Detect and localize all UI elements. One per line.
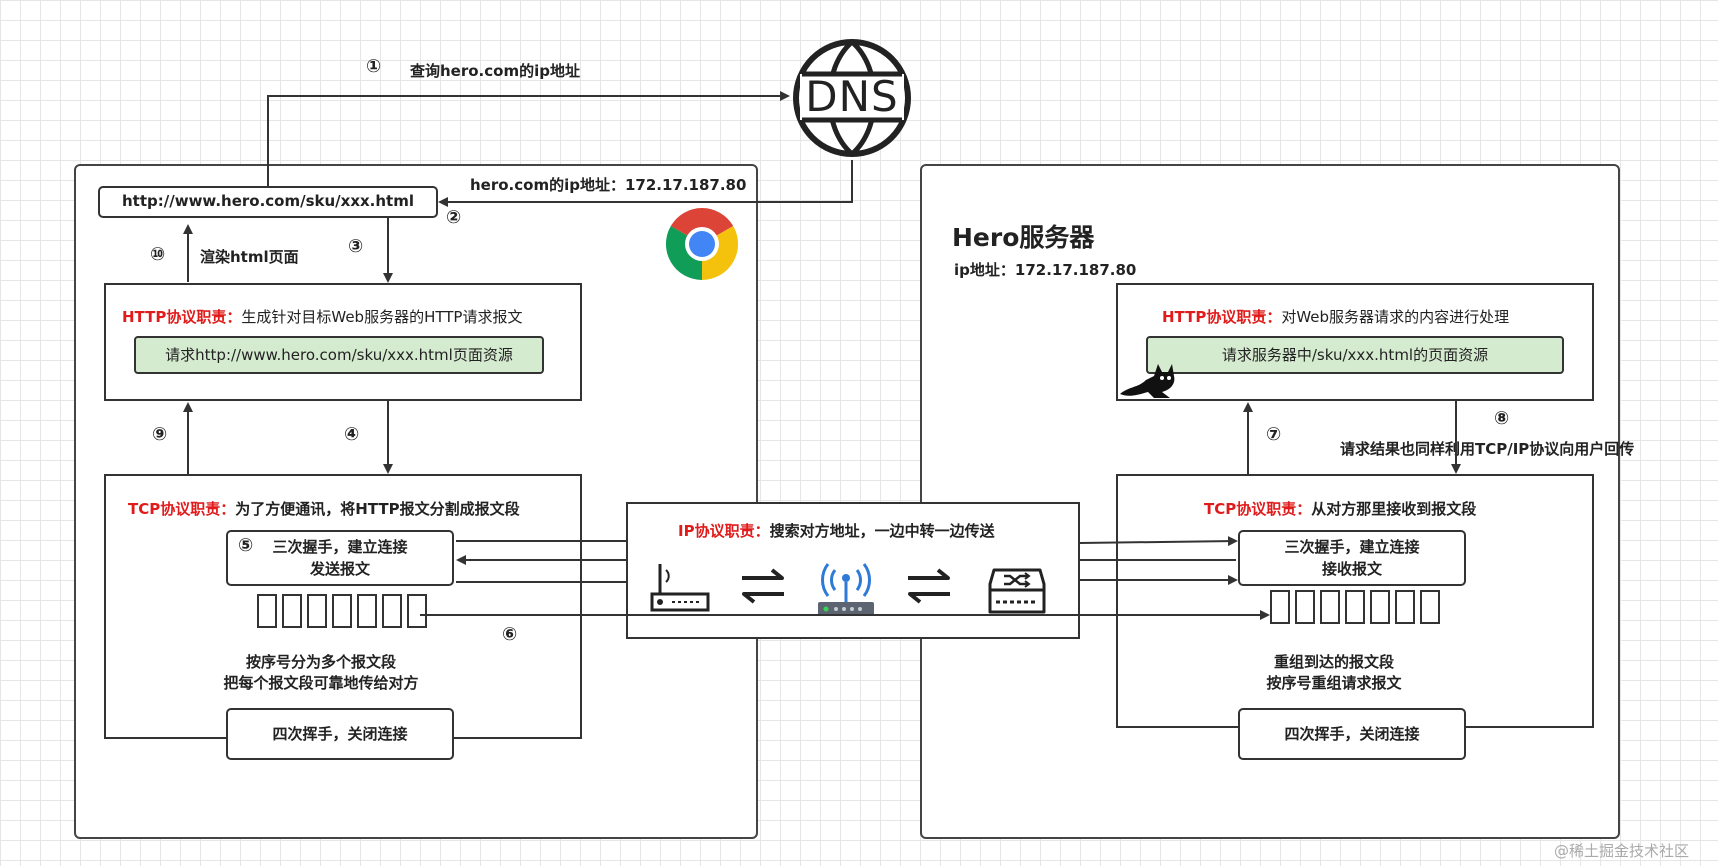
server-http-header: HTTP协议职责：对Web服务器请求的内容进行处理 [1162,306,1509,327]
ip-header: IP协议职责：搜索对方地址，一边中转一边传送 [678,520,995,541]
segment [382,594,402,628]
step-4-marker: ④ [344,424,360,445]
split-line-2: 把每个报文段可靠地传给对方 [223,674,419,692]
step-3-marker: ③ [348,236,364,257]
split-line-1: 按序号分为多个报文段 [245,653,396,671]
server-close-box: 四次挥手，关闭连接 [1238,708,1466,760]
client-handshake-line-2: 发送报文 [309,560,370,578]
step-5-marker: ⑤ [238,535,254,556]
server-http-box: HTTP协议职责：对Web服务器请求的内容进行处理 请求服务器中/sku/xxx… [1116,283,1594,401]
segment [1295,590,1315,624]
step-2-marker: ② [446,207,462,228]
segment [332,594,352,628]
client-close-box: 四次挥手，关闭连接 [226,708,454,760]
step-7-marker: ⑦ [1266,424,1282,445]
client-tcp-header: TCP协议职责：为了方便通讯，将HTTP报文分割成报文段 [128,498,520,519]
ip-box: IP协议职责：搜索对方地址，一边中转一边传送 [626,502,1080,639]
segment [407,594,427,628]
client-http-request: 请求http://www.hero.com/sku/xxx.html页面资源 [134,336,544,374]
router-icon [648,558,712,616]
tomcat-icon [1118,358,1182,400]
segment [1370,590,1390,624]
client-tcp-box: TCP协议职责：为了方便通讯，将HTTP报文分割成报文段 按序号分为多个报文段 … [104,474,582,739]
segment [282,594,302,628]
wifi-router-icon [814,554,878,620]
reassemble-line-2: 按序号重组请求报文 [1266,674,1402,692]
server-handshake-line-1: 三次握手，建立连接 [1284,538,1420,556]
segment [1345,590,1365,624]
server-http-request: 请求服务器中/sku/xxx.html的页面资源 [1146,336,1564,374]
server-tcp-title: TCP协议职责： [1204,500,1312,518]
client-tcp-desc: 为了方便通讯，将HTTP报文分割成报文段 [235,500,520,518]
step-10-marker: ⑩ [150,244,166,265]
segment [357,594,377,628]
segment [1420,590,1440,624]
client-segments [257,594,427,628]
split-text: 按序号分为多个报文段 把每个报文段可靠地传给对方 [186,652,456,694]
exchange-arrows-icon [904,566,954,606]
client-tcp-title: TCP协议职责： [128,500,236,518]
chrome-icon [664,206,740,282]
segment [1395,590,1415,624]
reassemble-line-1: 重组到达的报文段 [1273,653,1394,671]
segment [1320,590,1340,624]
server-handshake-line-2: 接收报文 [1321,560,1382,578]
watermark: @稀土掘金技术社区 [1554,842,1690,860]
client-http-header: HTTP协议职责：生成针对目标Web服务器的HTTP请求报文 [122,306,522,327]
server-tcp-desc: 从对方那里接收到报文段 [1311,500,1477,518]
server-http-desc: 对Web服务器请求的内容进行处理 [1281,308,1510,326]
dns-label: DNS [805,72,899,121]
client-handshake-line-1: 三次握手，建立连接 [272,538,408,556]
step-8-marker: ⑧ [1494,408,1510,429]
server-title: Hero服务器 [952,223,1095,252]
step-1-marker: ① [366,56,382,77]
ip-title: IP协议职责： [678,522,770,540]
exchange-arrows-icon [738,566,788,606]
dns-query-text: 查询hero.com的ip地址 [410,62,580,80]
step-9-marker: ⑨ [152,424,168,445]
reassemble-text: 重组到达的报文段 按序号重组请求报文 [1234,652,1434,694]
network-switch-icon [986,566,1048,618]
dns-globe-icon: DNS [792,38,912,158]
dns-reply-text: hero.com的ip地址：172.17.187.80 [470,176,747,194]
client-http-title: HTTP协议职责： [122,308,242,326]
server-tcp-header: TCP协议职责：从对方那里接收到报文段 [1204,498,1476,519]
step-6-marker: ⑥ [502,624,518,645]
segment [307,594,327,628]
segment [1270,590,1290,624]
render-html-text: 渲染html页面 [200,248,299,266]
segment [257,594,277,628]
client-handshake-box: 三次握手，建立连接 发送报文 [226,530,454,586]
ip-desc: 搜索对方地址，一边中转一边传送 [769,522,995,540]
server-ip-label: ip地址：172.17.187.80 [954,261,1137,279]
client-http-box: HTTP协议职责：生成针对目标Web服务器的HTTP请求报文 请求http://… [104,283,582,401]
server-http-title: HTTP协议职责： [1162,308,1282,326]
url-box[interactable]: http://www.hero.com/sku/xxx.html [98,186,438,218]
server-handshake-box: 三次握手，建立连接 接收报文 [1238,530,1466,586]
return-text: 请求结果也同样利用TCP/IP协议向用户回传 [1340,440,1635,458]
server-segments [1270,590,1440,624]
client-http-desc: 生成针对目标Web服务器的HTTP请求报文 [241,308,523,326]
